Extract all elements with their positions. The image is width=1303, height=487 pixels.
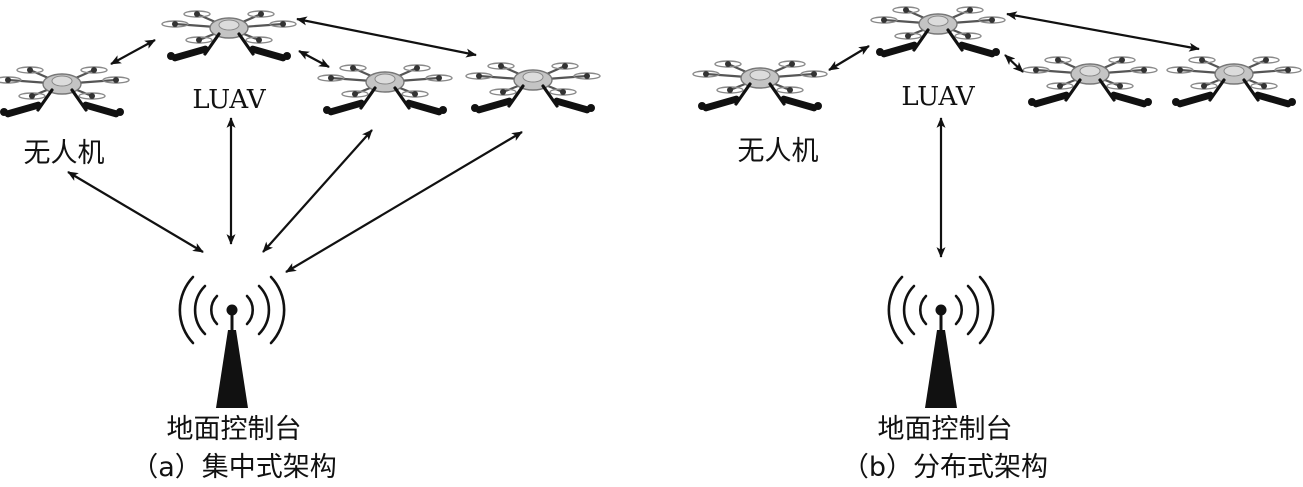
ground-station-label: 地面控制台 [878, 414, 1013, 445]
link-arrow [298, 50, 330, 68]
panel-b: LUAV 无人机 地面控制台 （b）分布式架构 [691, 5, 1303, 483]
caption-a: （a）集中式架构 [131, 452, 337, 483]
link-arrow [1004, 54, 1024, 73]
caption-b: （b）分布式架构 [842, 452, 1048, 483]
link-arrow [110, 39, 156, 65]
drone-icon [316, 63, 454, 118]
drone-icon [0, 65, 131, 120]
link-arrow [67, 171, 204, 253]
radio-tower-icon [178, 275, 286, 410]
link-arrow [296, 16, 477, 58]
link-arrow [262, 129, 373, 253]
leader-label: LUAV [192, 85, 266, 115]
drone-label: 无人机 [24, 138, 105, 169]
link-arrow [285, 131, 523, 273]
panel-a: LUAV 无人机 地面控制台 （a）集中式架构 [0, 9, 602, 483]
ground-station-label: 地面控制台 [167, 414, 302, 445]
link-arrow [828, 45, 870, 71]
drone-label: 无人机 [738, 136, 819, 167]
drone-icon [1021, 55, 1159, 110]
leader-drone-icon [869, 5, 1007, 60]
drone-icon [1165, 55, 1303, 110]
drone-icon [691, 59, 829, 114]
radio-tower-icon [887, 275, 995, 410]
leader-drone-icon [160, 9, 298, 64]
drone-icon [464, 61, 602, 116]
link-arrow [1006, 11, 1200, 52]
leader-label: LUAV [901, 82, 975, 112]
